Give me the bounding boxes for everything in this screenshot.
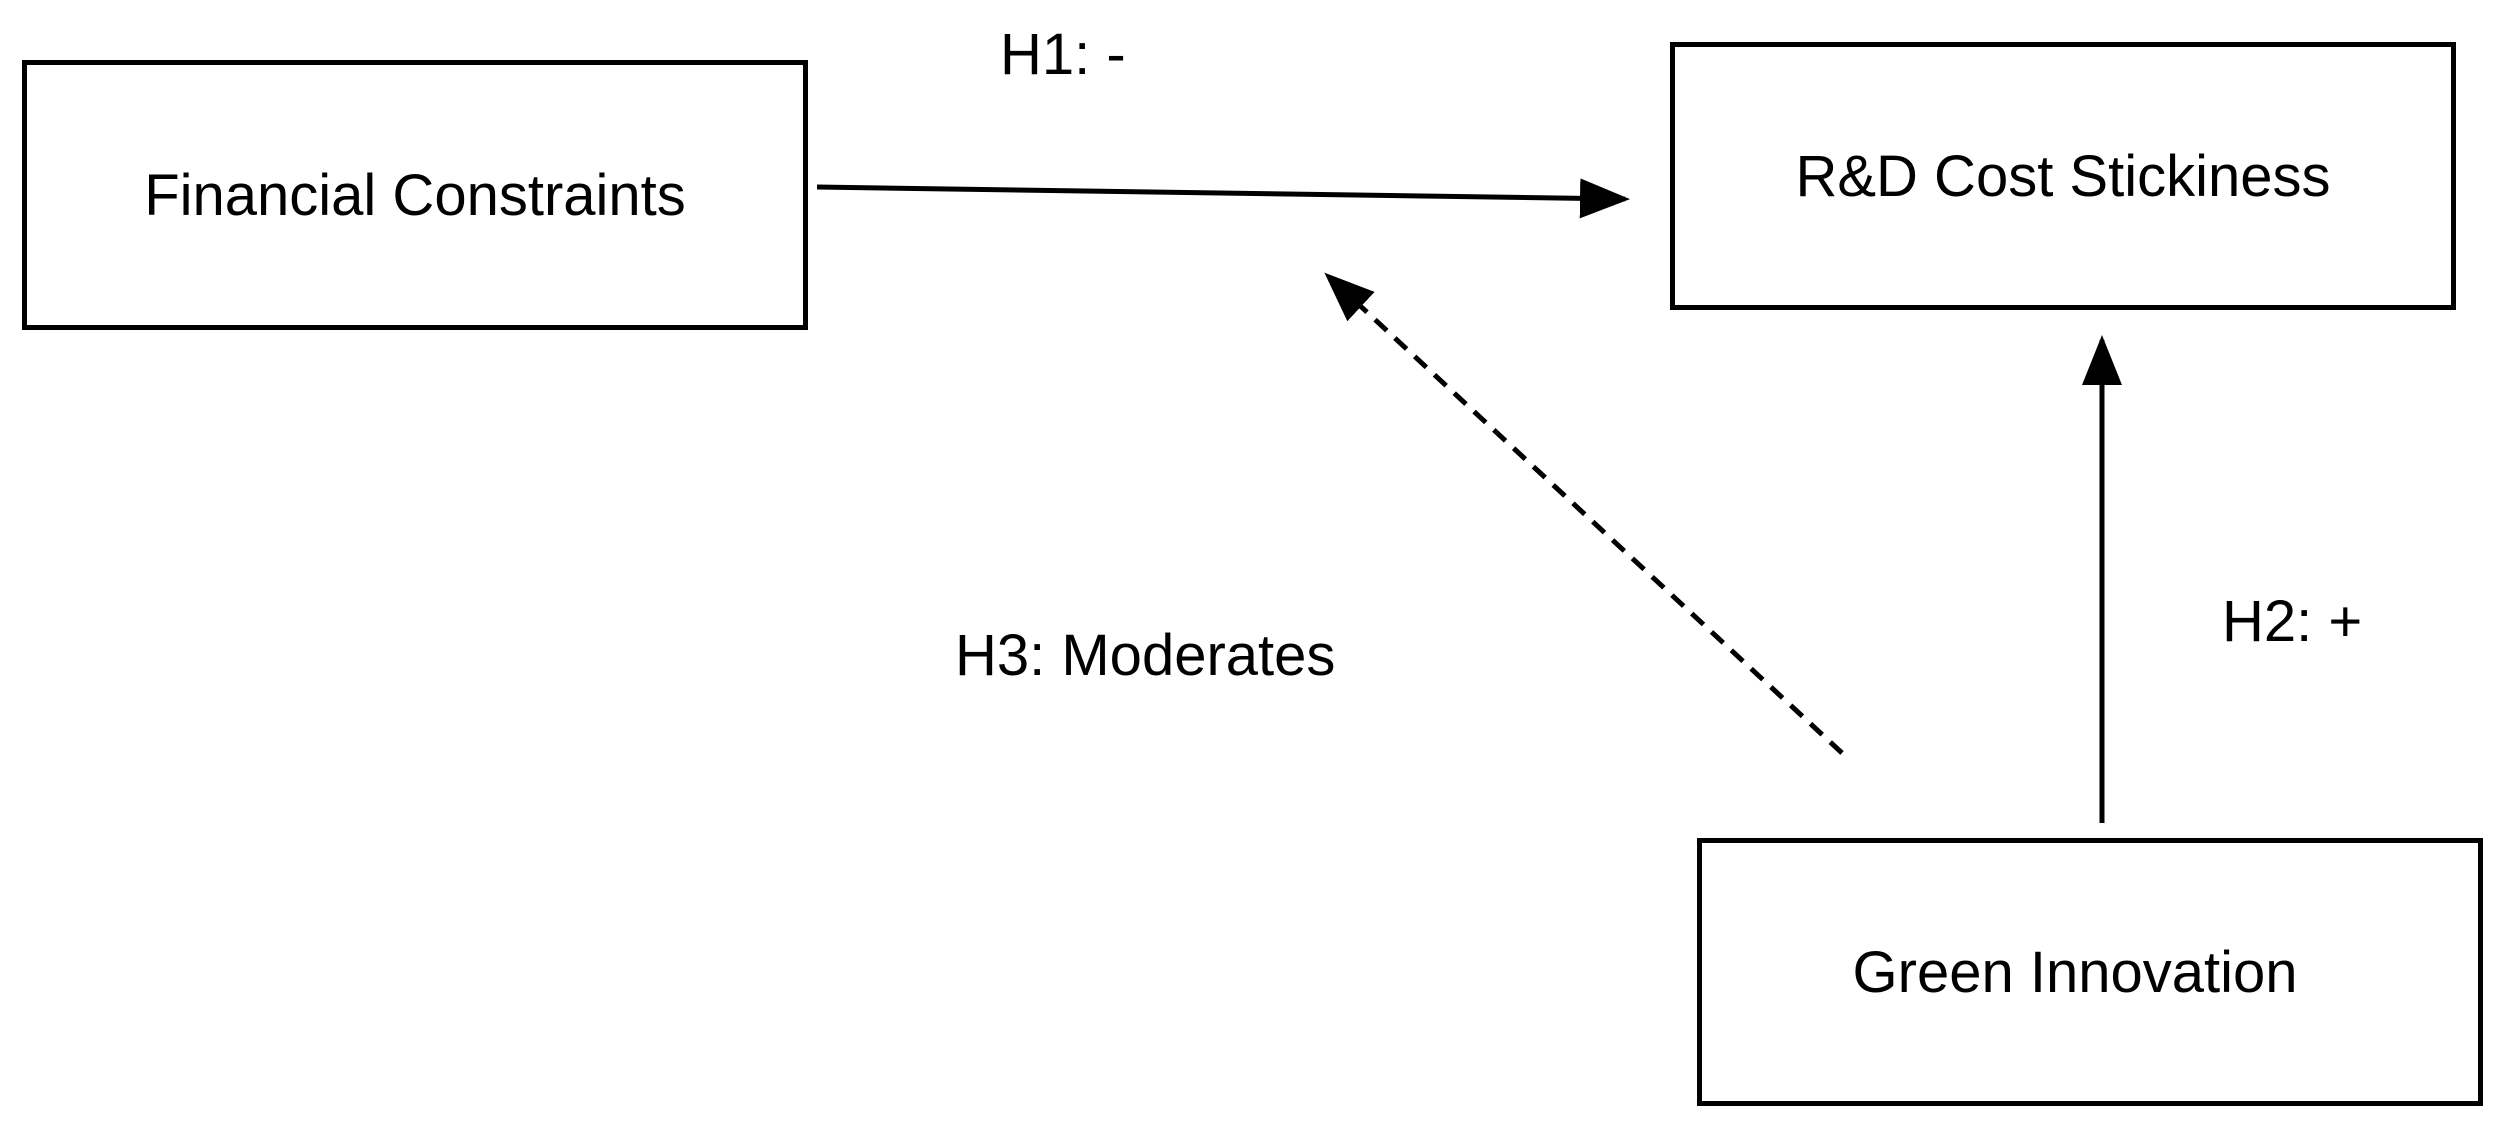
edge-label-h1: H1: - (1000, 22, 1126, 87)
edge-label-h3: H3: Moderates (955, 623, 1336, 688)
node-financial-constraints: Financial Constraints (22, 60, 808, 330)
node-rd-cost-stickiness: R&D Cost Stickiness (1670, 42, 2456, 310)
node-green-innovation: Green Innovation (1697, 838, 2483, 1106)
edge-label-h2: H2: + (2222, 589, 2363, 654)
node-label: R&D Cost Stickiness (1795, 143, 2331, 209)
node-label: Financial Constraints (144, 162, 686, 228)
node-label: Green Innovation (1852, 939, 2298, 1005)
arrow-h3-dashed (1324, 272, 1844, 755)
arrow-h1 (816, 178, 1630, 219)
